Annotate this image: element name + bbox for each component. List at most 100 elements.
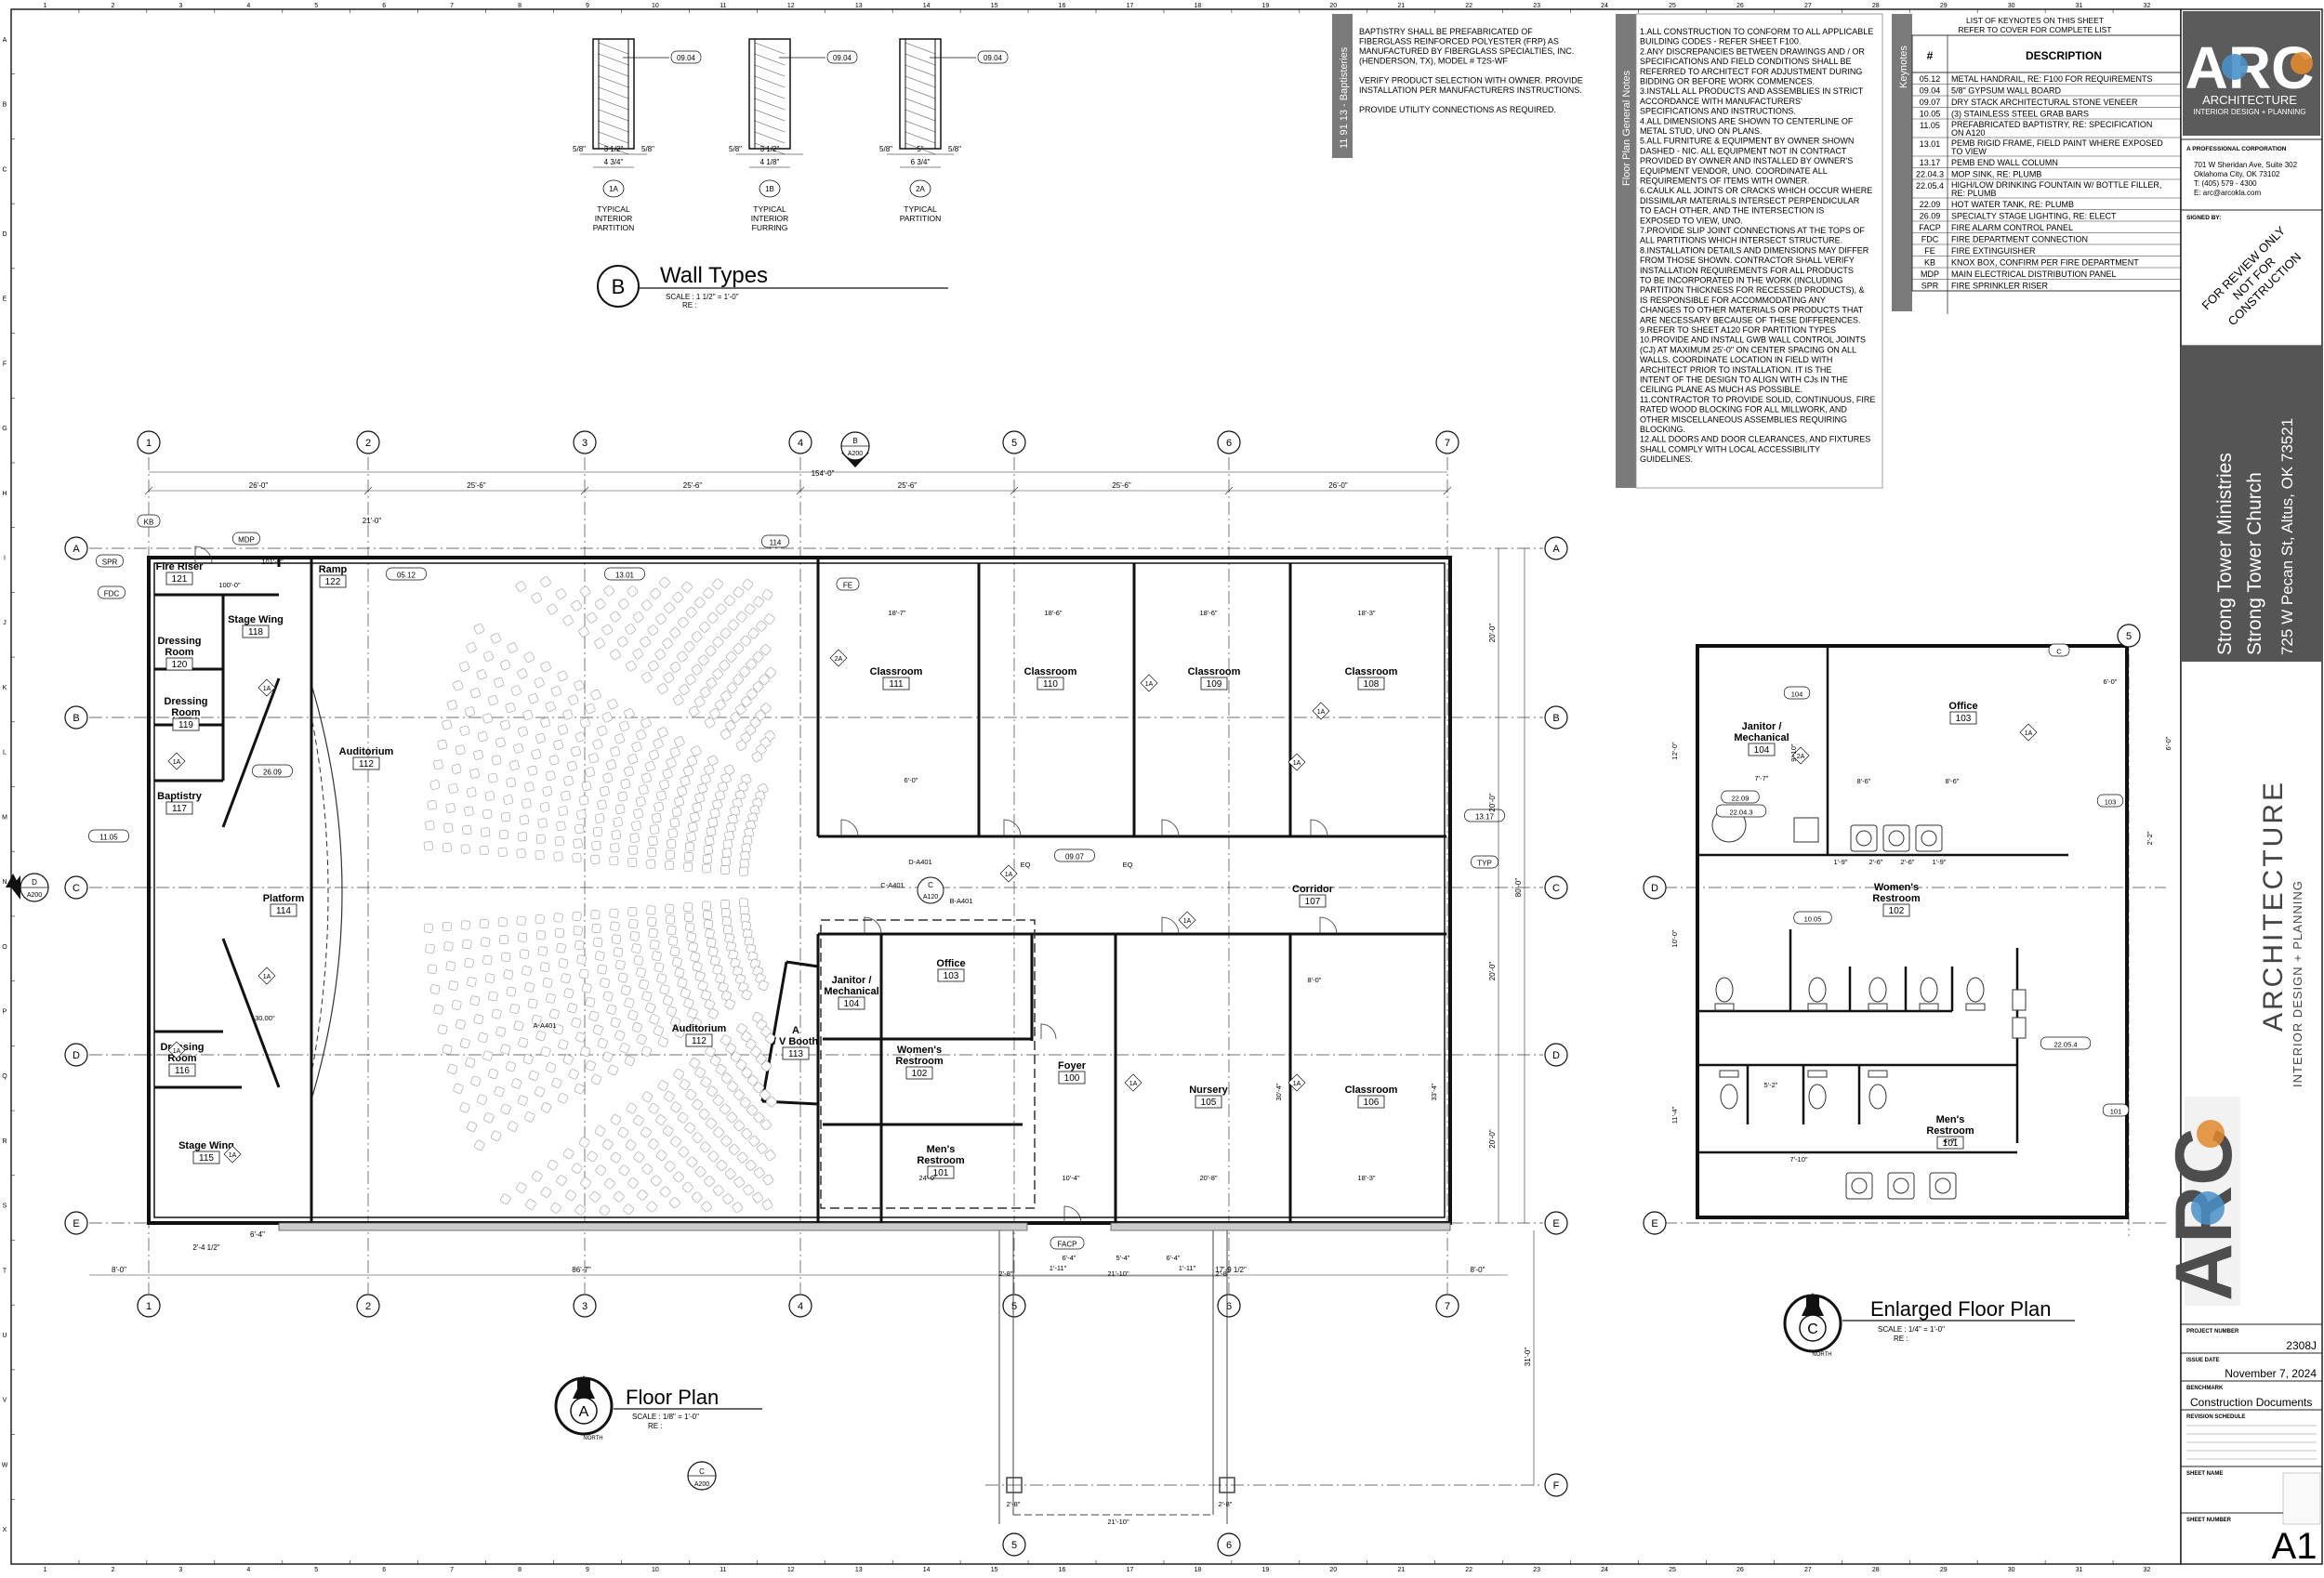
wall-dim: 3 1/2" (760, 145, 780, 153)
partition-diamond (167, 1041, 186, 1059)
seat (602, 772, 614, 783)
seat (721, 848, 732, 858)
keynote-tag-bubble (761, 534, 789, 548)
general-note-line: PROVIDED BY OWNER AND INSTALLED BY OWNER… (1640, 156, 1853, 165)
seat (501, 952, 511, 962)
enlarged-tag: 10.05 (1793, 911, 1832, 925)
lavatory-bowl (1888, 830, 1905, 847)
seat (739, 665, 750, 677)
seat (455, 744, 466, 756)
keynote-bubble (670, 50, 702, 64)
wall-keynote: 09.04 (833, 54, 852, 62)
keynote-tag: 13.17 (1464, 809, 1505, 822)
enlarged-tag: 1A (2019, 723, 2038, 742)
bottom-dimension: 86'-7" (572, 1266, 591, 1274)
seat (549, 1203, 561, 1214)
seat (721, 916, 732, 927)
grid-label: D (1552, 1050, 1560, 1061)
benchmark-label: BENCHMARK (2186, 1386, 2224, 1391)
address-2: Oklahoma City, OK 73102 (2194, 170, 2280, 178)
seat (760, 1060, 772, 1072)
wall-hatch (754, 142, 786, 155)
seat (727, 1081, 738, 1092)
partition-tag: 1A (257, 967, 276, 985)
drinking-fountain (2012, 1017, 2027, 1039)
seat (572, 911, 582, 921)
seat (589, 1190, 601, 1203)
seat (513, 743, 524, 754)
seat (456, 1019, 466, 1030)
enlarged-dimension: 6'-0" (2164, 736, 2172, 750)
toilet (1808, 1084, 1827, 1110)
dimension-21: 21'-0" (363, 517, 382, 525)
border-row-letter: T (3, 1268, 7, 1274)
keynote-tag-text: SPR (102, 559, 118, 567)
general-note-line: 11.CONTRACTOR TO PROVIDE SOLID, CONTINUO… (1640, 395, 1875, 404)
keynotes-header1: LIST OF KEYNOTES ON THIS SHEET (1966, 16, 2104, 25)
enlarged-dimension: 9'-10" (1789, 743, 1798, 761)
seat (617, 636, 628, 648)
seat (453, 680, 464, 691)
seat (578, 968, 589, 980)
room-number: 106 (1364, 1098, 1380, 1108)
enlarged-dimension: 10'-0" (1670, 929, 1679, 947)
seat (755, 1053, 767, 1065)
seat (505, 702, 516, 714)
seat (691, 1191, 703, 1203)
keynote-tag-text: 13.01 (615, 572, 635, 580)
partition-tag-text: 1A (263, 686, 271, 692)
room-name: Auditorium (339, 746, 394, 757)
seat (500, 659, 511, 671)
dim-tick (796, 486, 805, 495)
general-note-line: SPECIFICATIONS AND FIELD CONDITIONS SHAL… (1640, 57, 1852, 66)
seat (451, 764, 462, 774)
room-number: 112 (359, 759, 374, 769)
seat (685, 606, 697, 618)
grid-label: A (1552, 544, 1560, 555)
seat (613, 817, 623, 827)
border-col-number: 2 (111, 1567, 114, 1573)
general-note-line: TO BE INCORPORATED IN THE WORK (INCLUDIN… (1640, 276, 1843, 285)
seat (547, 603, 558, 615)
seat (654, 801, 665, 812)
seat (464, 958, 474, 968)
partition-tag: 1A (999, 864, 1018, 883)
seat (691, 631, 703, 642)
seat (664, 602, 675, 613)
seat (574, 731, 586, 743)
keynote-desc: PEMB RIGID FRAME, FIELD PAINT WHERE EXPO… (1951, 138, 2163, 148)
seat (669, 627, 681, 638)
grid-bubble (64, 875, 88, 900)
border-col-number: 7 (450, 1567, 454, 1573)
seat (707, 1008, 719, 1019)
wall-hatch (598, 42, 629, 55)
wall-tag-bubble (759, 179, 781, 198)
seat (732, 1202, 744, 1213)
partition-tag-text: 1A (173, 759, 181, 766)
seat (684, 1122, 696, 1134)
seat (673, 1171, 684, 1183)
seat (519, 815, 529, 825)
seat (497, 847, 508, 857)
wall-hatch (905, 120, 936, 133)
room-name: A (792, 1025, 799, 1036)
wall-hatch (905, 131, 936, 144)
seat (736, 1023, 747, 1034)
grid-label: 7 (1445, 1301, 1450, 1312)
grid-bubble (1217, 1532, 1241, 1557)
border-col-number: 28 (1872, 1567, 1880, 1573)
keynote-tag-bubble (1054, 848, 1095, 862)
seat (673, 1069, 684, 1080)
keynote-num: FE (1924, 246, 1935, 256)
keynote-tag-bubble (1721, 790, 1760, 804)
seat (682, 765, 694, 777)
wall-dim-total: 4 1/8" (760, 158, 780, 166)
seat (603, 585, 615, 597)
border-col-number: 31 (2076, 1567, 2083, 1573)
